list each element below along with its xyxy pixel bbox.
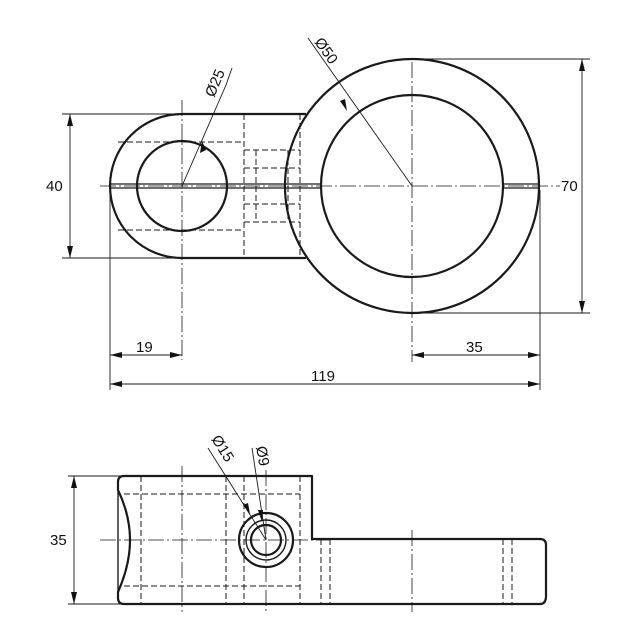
hidden-bolt-features — [118, 114, 301, 258]
large-ring-bore — [319, 93, 505, 279]
dim-offset-right-text: 35 — [466, 339, 483, 356]
front-view: Ø15 Ø9 35 — [50, 432, 548, 612]
dim-height-large-text: 70 — [561, 178, 578, 195]
dim-dia-large-text: Ø50 — [311, 35, 341, 68]
small-bore — [135, 139, 229, 233]
dim-offset-left-text: 19 — [136, 339, 153, 356]
dim-height-large: 70 — [412, 58, 590, 314]
counterbore-ring — [245, 519, 287, 561]
top-view: 40 70 Ø25 Ø50 — [46, 35, 590, 390]
dim-overall-length: 119 — [110, 368, 540, 387]
dim-front-height-text: 35 — [50, 532, 67, 549]
dim-dia-inner: Ø9 — [251, 445, 272, 541]
dim-height-small: 40 — [46, 113, 182, 259]
dim-offset-right: 35 — [412, 190, 541, 390]
bolt-hole — [249, 523, 283, 557]
dim-front-height: 35 — [50, 475, 124, 605]
dim-dia-small-text: Ø25 — [202, 67, 229, 100]
dim-dia-outer-text: Ø15 — [208, 432, 237, 465]
front-hidden-features — [124, 476, 513, 604]
counterbore-outer — [237, 511, 295, 569]
dim-dia-small: Ø25 — [181, 67, 233, 187]
dim-dia-inner-text: Ø9 — [252, 445, 272, 468]
dim-height-small-text: 40 — [46, 178, 63, 195]
dim-overall-length-text: 119 — [311, 368, 335, 385]
dim-offset-left: 19 — [109, 190, 182, 390]
